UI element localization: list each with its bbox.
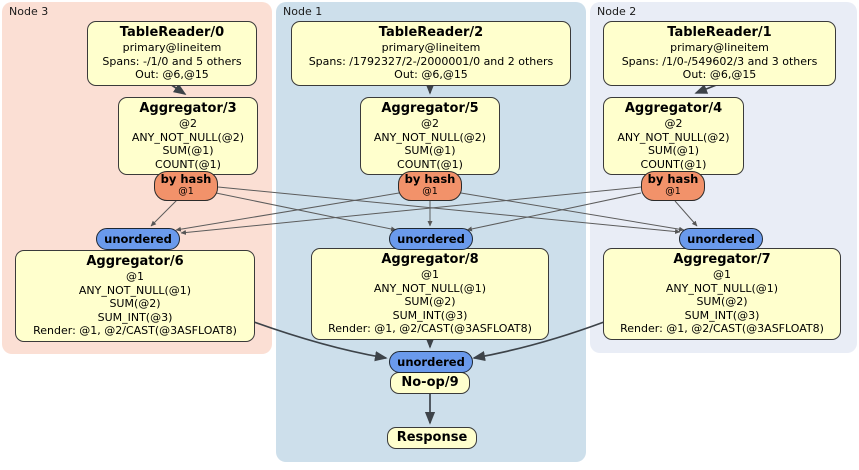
processor-detail: SUM_INT(@3) (97, 310, 173, 324)
processor-detail: primary@lineitem (670, 41, 769, 54)
processor-detail: ANY_NOT_NULL(@1) (78, 283, 192, 297)
processor-detail: SUM(@1) (404, 144, 456, 157)
processor-detail: @2 (421, 117, 439, 130)
processor-title: Aggregator/3 (139, 101, 237, 116)
processor-title: Response (396, 430, 468, 445)
processor-detail: SUM(@2) (696, 295, 748, 308)
router-arg: @1 (422, 186, 438, 197)
router-by-hash-node3: by hash @1 (154, 171, 218, 201)
processor-aggregator-6: Aggregator/6 @1 ANY_NOT_NULL(@1) SUM(@2)… (15, 250, 255, 342)
processor-detail: Render: @1, @2/CAST(@3ASFLOAT8) (33, 324, 237, 337)
processor-detail: @1 (421, 268, 439, 281)
router-arg: @1 (665, 186, 681, 197)
processor-tablereader-1: TableReader/1 primary@lineitem Spans: /1… (603, 21, 836, 86)
processor-detail: COUNT(@1) (640, 157, 707, 171)
processor-tablereader-2: TableReader/2 primary@lineitem Spans: /1… (291, 21, 571, 86)
node-label: Node 1 (283, 5, 323, 18)
processor-detail: SUM(@2) (404, 295, 456, 308)
processor-title: Aggregator/8 (381, 252, 479, 267)
processor-aggregator-3: Aggregator/3 @2 ANY_NOT_NULL(@2) SUM(@1)… (118, 97, 258, 175)
sync-unordered-final: unordered (389, 351, 473, 373)
processor-title: No-op/9 (401, 375, 459, 390)
router-by-hash-node2: by hash @1 (641, 171, 705, 201)
processor-title: TableReader/2 (378, 25, 484, 40)
processor-title: Aggregator/4 (624, 101, 723, 116)
processor-detail: @2 (664, 117, 683, 130)
processor-detail: ANY_NOT_NULL(@2) (373, 130, 487, 144)
processor-detail: @1 (126, 270, 144, 283)
processor-detail: SUM_INT(@3) (684, 308, 760, 322)
processor-title: Aggregator/7 (673, 252, 771, 267)
sync-unordered-node2: unordered (679, 228, 763, 250)
processor-detail: @1 (713, 268, 731, 281)
processor-detail: primary@lineitem (381, 41, 481, 54)
sync-label: unordered (687, 232, 755, 246)
sync-unordered-node1: unordered (389, 228, 473, 250)
sync-label: unordered (397, 232, 465, 246)
router-label: by hash (404, 172, 456, 186)
processor-detail: SUM_INT(@3) (392, 308, 468, 322)
processor-detail: Out: @6,@15 (394, 68, 468, 81)
processor-detail: Render: @1, @2/CAST(@3ASFLOAT8) (328, 322, 532, 335)
processor-detail: SUM(@2) (109, 297, 161, 310)
processor-detail: Out: @6,@15 (682, 68, 757, 81)
node-label: Node 2 (597, 5, 637, 18)
router-arg: @1 (178, 186, 194, 197)
processor-noop-9: No-op/9 (390, 372, 470, 394)
processor-aggregator-5: Aggregator/5 @2 ANY_NOT_NULL(@2) SUM(@1)… (360, 97, 500, 175)
processor-detail: ANY_NOT_NULL(@2) (131, 130, 245, 144)
processor-title: Aggregator/6 (86, 254, 184, 269)
processor-detail: Render: @1, @2/CAST(@3ASFLOAT8) (620, 322, 824, 335)
processor-aggregator-4: Aggregator/4 @2 ANY_NOT_NULL(@2) SUM(@1)… (603, 97, 744, 175)
sync-unordered-node3: unordered (96, 228, 180, 250)
router-by-hash-node1: by hash @1 (398, 171, 462, 201)
processor-detail: ANY_NOT_NULL(@2) (617, 130, 730, 144)
processor-detail: Out: @6,@15 (135, 68, 209, 81)
processor-detail: SUM(@1) (647, 144, 700, 157)
processor-tablereader-0: TableReader/0 primary@lineitem Spans: -/… (87, 21, 257, 86)
processor-detail: Spans: /1792327/2-/2000001/0 and 2 other… (308, 54, 554, 68)
processor-detail: ANY_NOT_NULL(@1) (665, 281, 779, 295)
router-label: by hash (160, 172, 212, 186)
node-label: Node 3 (9, 5, 49, 18)
processor-detail: SUM(@1) (162, 144, 214, 157)
sync-label: unordered (104, 232, 172, 246)
processor-detail: ANY_NOT_NULL(@1) (373, 281, 487, 295)
processor-title: TableReader/0 (119, 25, 225, 40)
processor-detail: COUNT(@1) (397, 157, 463, 171)
processor-aggregator-7: Aggregator/7 @1 ANY_NOT_NULL(@1) SUM(@2)… (603, 248, 841, 340)
processor-detail: COUNT(@1) (155, 157, 221, 171)
processor-detail: Spans: /1/0-/549602/3 and 3 others (621, 54, 818, 68)
processor-aggregator-8: Aggregator/8 @1 ANY_NOT_NULL(@1) SUM(@2)… (311, 248, 549, 340)
processor-title: TableReader/1 (667, 25, 772, 40)
router-label: by hash (647, 172, 699, 186)
processor-detail: Spans: -/1/0 and 5 others (102, 54, 242, 68)
processor-detail: @2 (179, 117, 197, 130)
processor-response: Response (387, 427, 477, 449)
processor-title: Aggregator/5 (381, 101, 479, 116)
sync-label: unordered (397, 355, 465, 369)
processor-detail: primary@lineitem (122, 41, 222, 54)
